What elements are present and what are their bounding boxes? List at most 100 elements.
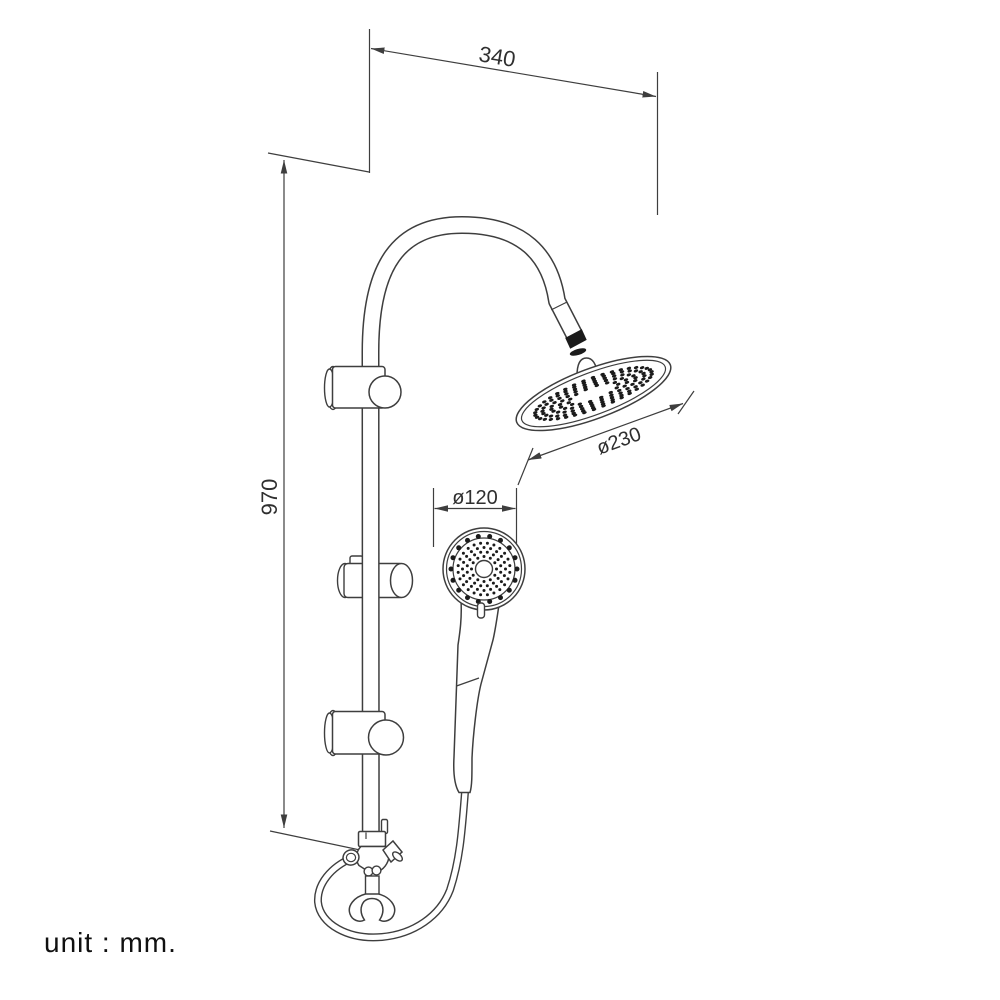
nozzle-dot: [458, 577, 462, 581]
nozzle-dot: [626, 373, 632, 377]
nozzle-dot: [533, 413, 538, 417]
pipe-core: [363, 217, 581, 837]
nozzle-dot: [549, 407, 554, 411]
nozzle-dot: [640, 383, 645, 387]
valve-right-port: [382, 839, 404, 864]
nozzle-dot: [450, 555, 456, 561]
nozzle-dot: [612, 377, 618, 381]
nozzle-dot: [465, 570, 469, 574]
nozzle-dot: [544, 402, 549, 406]
extension-tick-left: [517, 447, 534, 486]
nozzle-dot: [502, 560, 506, 564]
unit-note: unit : mm.: [44, 927, 177, 958]
nozzle-dot: [479, 541, 483, 545]
nozzle-dot: [642, 374, 647, 378]
nozzle-dot: [472, 591, 476, 595]
arm-outlet-tip: [565, 329, 587, 349]
nozzle-dot: [627, 369, 632, 373]
nozzle-dot: [475, 534, 481, 539]
wall-bracket-top: [323, 365, 402, 411]
nozzle-dot: [639, 366, 645, 370]
nozzle-dot: [633, 379, 638, 383]
nozzle-dot: [537, 404, 543, 408]
nozzle-dot: [542, 417, 548, 421]
nozzle-dot: [647, 375, 653, 380]
nozzle-dot: [504, 567, 507, 571]
hose-connector-nut-inner: [345, 852, 357, 863]
nozzle-dot: [465, 580, 469, 584]
nozzle-dot: [622, 384, 627, 388]
nozzle-dot: [609, 370, 615, 374]
nozzle-dot: [495, 567, 498, 571]
nozzle-dot: [560, 399, 565, 403]
nozzle-dot: [472, 543, 476, 547]
nozzle-dot: [512, 577, 518, 583]
nozzle-dot: [555, 417, 561, 421]
nozzle-dot: [549, 404, 554, 408]
nozzle-dot: [619, 396, 624, 400]
nozzle-dot: [487, 534, 493, 539]
nozzle-dot: [581, 379, 586, 383]
nozzle-dot: [548, 414, 554, 418]
nozzle-dot: [562, 410, 567, 414]
nozzle-dot: [499, 554, 503, 558]
nozzle-dot: [603, 378, 609, 383]
rain-head-nozzles: [533, 365, 654, 422]
nozzle-dot: [495, 584, 499, 588]
nozzle-dot: [623, 378, 629, 382]
handle-joint-line: [456, 677, 480, 687]
nozzle-dot: [458, 557, 462, 561]
nozzle-dot: [466, 546, 470, 550]
nozzle-dot: [499, 580, 503, 584]
nozzle-dot: [473, 581, 477, 585]
nozzle-dot: [476, 556, 480, 560]
nozzle-dot: [488, 578, 492, 582]
nozzle-dot: [624, 380, 630, 385]
nozzle-dot: [496, 558, 500, 562]
nozzle-dot: [591, 407, 597, 412]
nozzle-dot: [574, 392, 579, 397]
nozzle-dot: [489, 587, 493, 591]
dimension-hand-shower-diameter: ø120: [432, 487, 518, 547]
nozzle-dot: [506, 587, 512, 593]
nozzle-dot: [470, 567, 473, 571]
nozzle-dot: [495, 550, 499, 554]
rain-shower-head: [515, 355, 672, 432]
nozzle-dot: [630, 382, 635, 386]
nozzle-dot: [552, 401, 557, 405]
nozzle-dot: [644, 366, 649, 370]
nozzle-dot: [514, 566, 520, 572]
nozzle-dot: [555, 414, 560, 418]
dimension-height-label: 970: [257, 479, 282, 516]
nozzle-dot: [468, 558, 472, 562]
nozzle-dot: [456, 545, 462, 551]
nozzle-dot: [555, 410, 561, 414]
nozzle-dot: [627, 391, 632, 396]
nozzle-dot: [563, 415, 569, 419]
nozzle-dot: [538, 417, 543, 421]
nozzle-dot: [566, 401, 571, 405]
nozzle-dot: [638, 381, 643, 385]
nozzle-dot: [498, 588, 502, 592]
nozzle-dot: [450, 577, 456, 583]
nozzle-dot: [549, 398, 554, 402]
nozzle-dot: [456, 587, 462, 593]
nozzle-dot: [558, 405, 564, 409]
nozzle-dot: [465, 554, 469, 558]
nozzle-dot: [633, 376, 638, 380]
nozzle-dot: [577, 402, 583, 406]
tub-spout: [348, 893, 396, 922]
nozzle-dot: [502, 574, 506, 578]
nozzle-dot: [482, 555, 486, 558]
nozzle-dot: [479, 593, 483, 597]
nozzle-dot: [508, 570, 512, 574]
hand-shower-mode-button: [476, 602, 486, 619]
hand-shower: [442, 527, 526, 794]
hand-shower-nozzles: [448, 534, 520, 604]
nozzle-dot: [557, 402, 563, 407]
nozzle-dot: [618, 368, 624, 372]
nozzle-dot: [471, 561, 475, 565]
diverter-valve: [342, 818, 404, 922]
extension-tick-right: [677, 390, 695, 415]
slider-front-face: [389, 562, 414, 599]
